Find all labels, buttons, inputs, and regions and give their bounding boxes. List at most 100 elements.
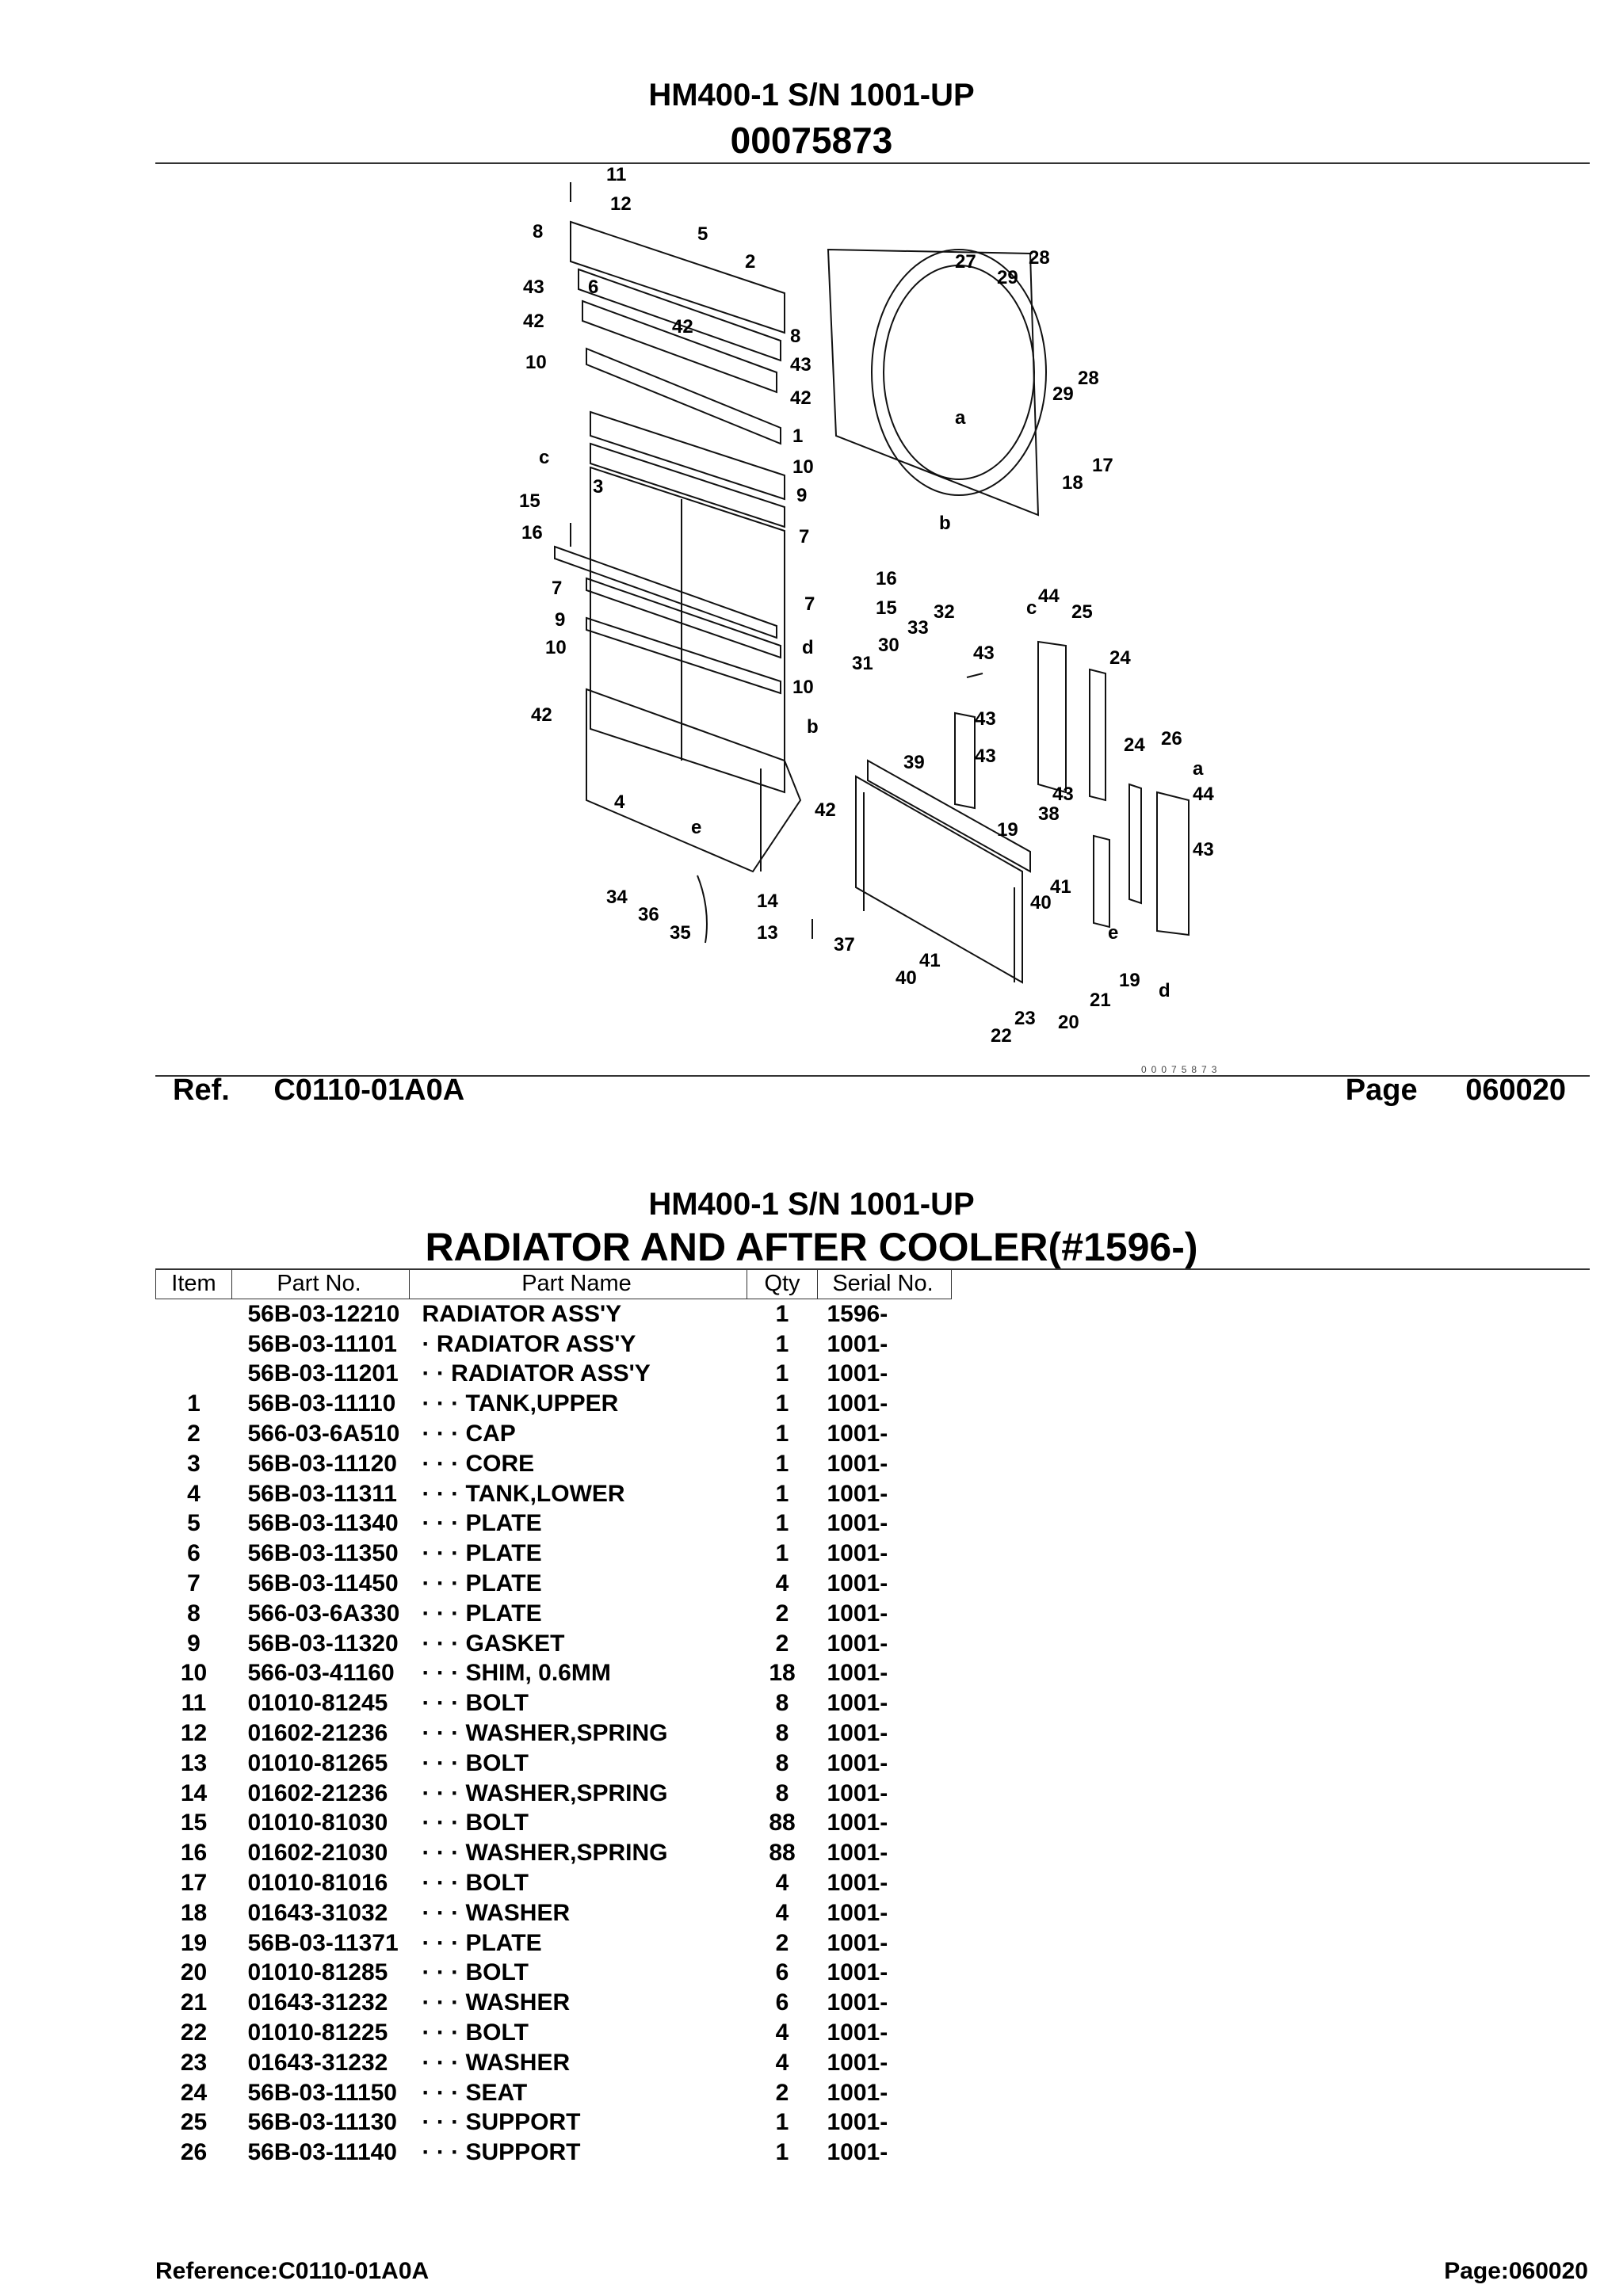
diagram-label: 15 [876, 597, 897, 619]
quantity: 8 [775, 1749, 789, 1776]
illustration-model-title: HM400-1 S/N 1001-UP [648, 78, 975, 113]
diagram-ref-letter: a [1193, 758, 1204, 780]
diagram-label: 7 [804, 593, 815, 615]
part-number: 01010-81285 [247, 1959, 388, 1986]
serial-number: 1001- [827, 1660, 888, 1687]
item-number: 9 [187, 1630, 200, 1657]
item-number: 12 [180, 1720, 208, 1747]
diagram-label: 36 [638, 904, 659, 925]
part-number: 56B-03-11450 [247, 1570, 399, 1597]
item-number: 2 [187, 1421, 200, 1447]
diagram-label: 20 [1058, 1012, 1079, 1033]
diagram-label: 26 [1161, 728, 1182, 749]
serial-number: 1001- [827, 1360, 888, 1387]
part-name: · RADIATOR ASS'Y [422, 1330, 636, 1357]
serial-number: 1001- [827, 1510, 888, 1537]
item-number: 1 [187, 1390, 200, 1417]
quantity: 1 [775, 2139, 789, 2166]
diagram-label: 13 [757, 922, 778, 944]
ref-line: Ref. C0110-01A0A [173, 1074, 464, 1108]
part-name: · · · BOLT [422, 2019, 529, 2046]
part-number: 56B-03-11101 [247, 1330, 398, 1357]
diagram-label: 11 [606, 166, 626, 185]
quantity: 18 [769, 1660, 796, 1687]
diagram-label: 10 [792, 456, 814, 478]
serial-number: 1001- [827, 1929, 888, 1956]
part-number: 56B-03-11150 [247, 2079, 398, 2106]
quantity: 8 [775, 1690, 789, 1717]
item-number: 13 [180, 1749, 208, 1776]
diagram-label: 17 [1092, 455, 1113, 476]
diagram-ref-letter: d [802, 637, 814, 658]
diagram-label: 4 [614, 791, 625, 813]
column-header-item: Item [155, 1268, 232, 1299]
diagram-label: 44 [1038, 585, 1060, 607]
part-name: · · · CORE [422, 1450, 535, 1477]
diagram-label: 14 [757, 891, 778, 912]
diagram-label: 8 [533, 221, 543, 242]
diagram-label: 43 [973, 643, 995, 664]
serial-number: 1596- [827, 1300, 888, 1327]
part-number: 01602-21030 [247, 1840, 388, 1867]
quantity: 1 [775, 1540, 789, 1567]
item-number: 24 [180, 2079, 208, 2106]
diagram-label: 12 [610, 193, 632, 215]
quantity: 1 [775, 1480, 789, 1507]
diagram-label: 10 [525, 352, 547, 373]
serial-number: 1001- [827, 1480, 888, 1507]
item-number: 10 [180, 1660, 208, 1687]
serial-number: 1001- [827, 1870, 888, 1897]
quantity: 2 [775, 2079, 789, 2106]
serial-number: 1001- [827, 1840, 888, 1867]
diagram-label: 43 [975, 746, 996, 767]
item-number: 18 [180, 1899, 208, 1926]
item-number: 22 [180, 2019, 208, 2046]
serial-number: 1001- [827, 1810, 888, 1836]
diagram-label: 28 [1078, 368, 1099, 389]
diagram-label: 10 [792, 677, 814, 698]
diagram-label: 42 [672, 316, 693, 338]
diagram-label: 35 [670, 922, 691, 944]
diagram-label: 29 [997, 267, 1018, 288]
item-number: 3 [187, 1450, 200, 1477]
diagram-label: 15 [519, 490, 540, 512]
part-name: · · · CAP [422, 1421, 516, 1447]
diagram-label: 42 [815, 799, 836, 821]
part-name: · · · WASHER,SPRING [422, 1840, 668, 1867]
diagram-label: 43 [1052, 784, 1074, 805]
page-line: Page 060020 [1346, 1074, 1566, 1108]
part-name: · · · PLATE [422, 1510, 542, 1537]
item-number: 11 [181, 1690, 207, 1717]
part-number: 01010-81265 [247, 1749, 388, 1776]
item-number: 25 [180, 2109, 208, 2136]
serial-number: 1001- [827, 1749, 888, 1776]
parts-table: Item Part No. Part Name Qty Serial No. 5… [155, 1268, 952, 2168]
serial-number: 1001- [827, 1390, 888, 1417]
item-number: 15 [180, 1810, 208, 1836]
part-number: 56B-03-11311 [247, 1480, 398, 1507]
diagram-label: 40 [896, 967, 917, 989]
item-number [156, 1360, 232, 1390]
diagram-label: 43 [523, 277, 544, 298]
item-number [156, 1299, 232, 1329]
part-number: 56B-03-11130 [247, 2109, 398, 2136]
diagram-label: 40 [1030, 892, 1052, 913]
quantity: 4 [775, 2019, 789, 2046]
diagram-label: 1 [792, 425, 803, 447]
diagram-label: 21 [1090, 990, 1111, 1011]
item-number: 19 [180, 1929, 208, 1956]
diagram-label: 42 [531, 704, 552, 726]
